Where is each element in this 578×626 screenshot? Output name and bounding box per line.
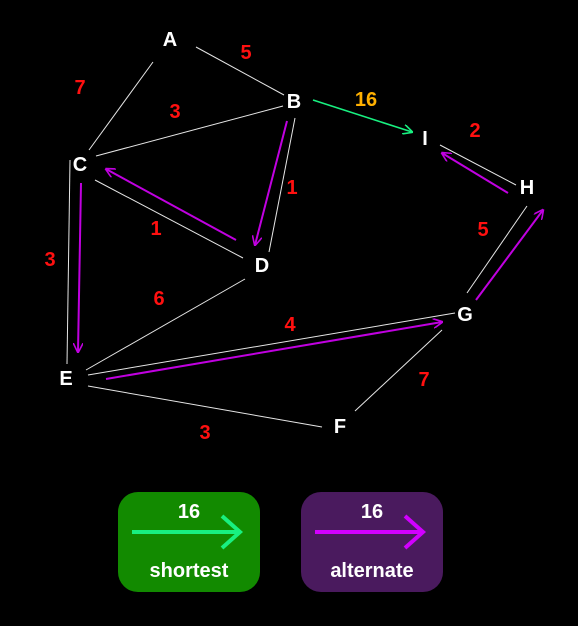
- edge-h-i: [439, 144, 517, 186]
- alternate-arrow-g-h: [475, 210, 543, 301]
- node-g: G: [457, 304, 473, 326]
- edge-a-c: [88, 61, 154, 151]
- node-i: I: [422, 128, 428, 150]
- weight-a-b: 5: [240, 42, 251, 64]
- edge-weights: 5 7 3 1 16 1 3 6 4 3 7 5 2: [44, 42, 488, 444]
- alternate-path-arrows: [78, 120, 543, 380]
- weight-h-i: 2: [469, 120, 480, 142]
- edge-g-h: [466, 205, 528, 294]
- edge-b-c: [95, 105, 284, 157]
- alternate-arrow-c-e: [78, 182, 81, 352]
- node-labels: A B C D E F G H I: [59, 29, 534, 438]
- weight-e-f: 3: [199, 422, 210, 444]
- edge-e-f: [87, 385, 323, 428]
- alternate-arrow-h-i: [442, 153, 509, 194]
- legend-alternate-label: alternate: [330, 560, 414, 582]
- node-c: C: [73, 154, 87, 176]
- node-f: F: [334, 416, 346, 438]
- edge-e-g: [87, 312, 456, 376]
- legend-alternate-value: 16: [360, 501, 384, 523]
- shortest-path-arrow-b-i: [312, 99, 412, 132]
- alternate-arrow-e-g: [105, 322, 442, 380]
- legend-shortest-label: shortest: [149, 560, 229, 582]
- node-a: A: [163, 29, 177, 51]
- edge-c-e: [66, 159, 71, 365]
- arrow-right-icon: [132, 514, 244, 550]
- weight-c-d: 1: [150, 218, 161, 240]
- node-b: B: [287, 91, 301, 113]
- weight-b-c: 3: [169, 101, 180, 123]
- arrow-right-icon: [315, 514, 427, 550]
- legend-shortest: 16 shortest: [118, 492, 260, 592]
- weight-a-c: 7: [74, 77, 85, 99]
- legend-shortest-value: 16: [177, 501, 201, 523]
- legend-alternate: 16 alternate: [301, 492, 443, 592]
- weight-e-g: 4: [284, 314, 296, 336]
- alternate-arrow-d-c: [106, 169, 237, 241]
- node-d: D: [255, 255, 269, 277]
- weight-d-e: 6: [153, 288, 164, 310]
- edge-c-d: [94, 179, 244, 259]
- node-e: E: [59, 368, 72, 390]
- weight-g-h: 5: [477, 219, 488, 241]
- weight-b-d: 1: [286, 177, 297, 199]
- edge-a-b: [195, 46, 285, 96]
- alternate-arrow-b-d: [255, 120, 288, 245]
- edge-b-d: [268, 117, 296, 253]
- edge-lines: [66, 46, 528, 428]
- edge-d-e: [85, 278, 246, 371]
- weight-f-g: 7: [418, 369, 429, 391]
- weight-c-e: 3: [44, 249, 55, 271]
- edge-f-g: [354, 329, 443, 412]
- weight-b-i: 16: [355, 89, 377, 111]
- node-h: H: [520, 177, 534, 199]
